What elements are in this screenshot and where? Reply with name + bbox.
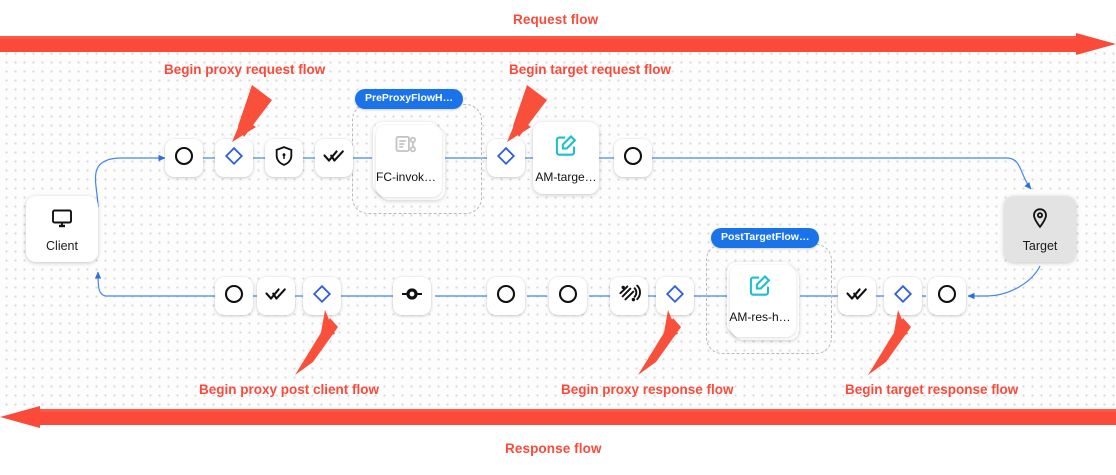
blue-diamond-icon: [496, 146, 516, 171]
flow-node-rq-5[interactable]: [487, 139, 525, 177]
flow-node-rs-7[interactable]: [610, 277, 648, 315]
flow-node-rs-1[interactable]: [215, 277, 253, 315]
request-flow-label: Request flow: [513, 12, 599, 27]
flow-node-rs-9[interactable]: [838, 277, 876, 315]
flow-node-rq-6[interactable]: [614, 139, 652, 177]
circle-icon: [936, 283, 958, 310]
flow-node-rs-11[interactable]: [928, 277, 966, 315]
flow-node-rs-10[interactable]: [884, 277, 922, 315]
assign-message-icon: [553, 133, 579, 164]
response-flow-label: Response flow: [505, 441, 602, 456]
endpoint-target-label: Target: [1022, 238, 1058, 253]
flow-node-rq-3[interactable]: [265, 139, 303, 177]
pre-proxy-flow-hook-pill[interactable]: PreProxyFlowH…: [355, 89, 464, 109]
satellite-dish-icon: [617, 282, 641, 311]
policy-am-res-hook[interactable]: AM-res-h…: [727, 262, 799, 340]
map-pin-icon: [1028, 206, 1052, 235]
double-check-icon: [264, 282, 288, 311]
flow-node-rs-2[interactable]: [257, 277, 295, 315]
response-flow-band: [0, 406, 1116, 428]
flow-node-rs-5[interactable]: [487, 277, 525, 315]
blue-diamond-icon: [893, 284, 913, 309]
circle-icon: [173, 145, 195, 172]
blue-diamond-icon: [224, 146, 244, 171]
assign-message-icon: [747, 273, 773, 304]
endpoint-client-label: Client: [46, 238, 78, 253]
endpoint-client[interactable]: Client: [26, 196, 98, 262]
policy-am-target[interactable]: AM-targe…: [533, 122, 599, 194]
script-flow-icon: [393, 133, 419, 164]
flow-node-rs-4[interactable]: [393, 277, 431, 315]
flow-node-rq-1[interactable]: [165, 139, 203, 177]
diagram-canvas: [0, 47, 1116, 406]
request-flow-band: [0, 33, 1116, 55]
anno-target-request: Begin target request flow: [509, 62, 672, 77]
policy-am-res-hook-label: AM-res-h…: [729, 310, 791, 324]
anno-proxy-request: Begin proxy request flow: [164, 62, 326, 77]
circle-icon: [495, 283, 517, 310]
circle-icon: [557, 283, 579, 310]
flow-node-rs-3[interactable]: [303, 277, 341, 315]
flow-node-rs-8[interactable]: [656, 277, 694, 315]
circle-icon: [223, 283, 245, 310]
circle-icon: [622, 145, 644, 172]
blue-diamond-icon: [665, 284, 685, 309]
blue-diamond-icon: [312, 284, 332, 309]
policy-fc-invoke[interactable]: FC-invok…: [373, 122, 445, 200]
anno-post-client: Begin proxy post client flow: [199, 382, 380, 397]
flow-node-rq-2[interactable]: [215, 139, 253, 177]
policy-am-target-label: AM-targe…: [535, 170, 597, 184]
flow-node-rq-4[interactable]: [315, 139, 353, 177]
double-check-icon: [845, 282, 869, 311]
flow-node-rs-6[interactable]: [549, 277, 587, 315]
post-target-flow-hook-pill[interactable]: PostTargetFlow…: [711, 228, 820, 248]
node-connector-icon: [400, 282, 424, 311]
endpoint-target[interactable]: Target: [1004, 196, 1076, 262]
double-check-icon: [322, 144, 346, 173]
anno-proxy-response: Begin proxy response flow: [561, 382, 734, 397]
monitor-icon: [50, 206, 74, 235]
anno-target-response: Begin target response flow: [845, 382, 1019, 397]
shield-lock-icon: [273, 145, 295, 172]
policy-fc-invoke-label: FC-invok…: [375, 170, 436, 184]
